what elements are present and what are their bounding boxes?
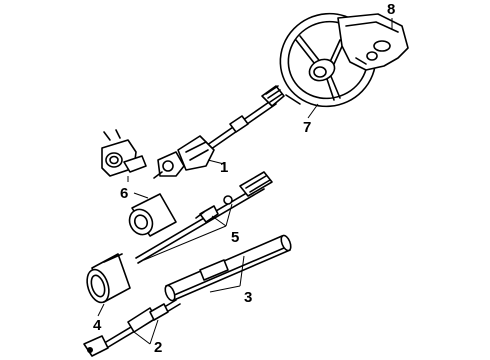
callout-4: 4 — [93, 317, 102, 334]
retaining-clip — [195, 205, 219, 223]
spacer-sleeve — [128, 193, 177, 237]
horn-pad-cover — [337, 13, 409, 71]
column-jacket — [164, 234, 292, 302]
callout-1: 1 — [220, 159, 228, 176]
shaft-clamp — [101, 129, 147, 177]
intermediate-shaft — [83, 299, 181, 357]
callout-2: 2 — [154, 339, 162, 356]
callout-8: 8 — [387, 1, 395, 18]
callout-3: 3 — [244, 289, 252, 306]
callout-7: 7 — [303, 119, 311, 136]
lower-shaft — [135, 171, 273, 264]
lower-sleeve — [86, 253, 131, 304]
upper-shaft-assembly — [153, 85, 285, 179]
callout-6: 6 — [120, 185, 128, 202]
callout-5: 5 — [231, 229, 239, 246]
